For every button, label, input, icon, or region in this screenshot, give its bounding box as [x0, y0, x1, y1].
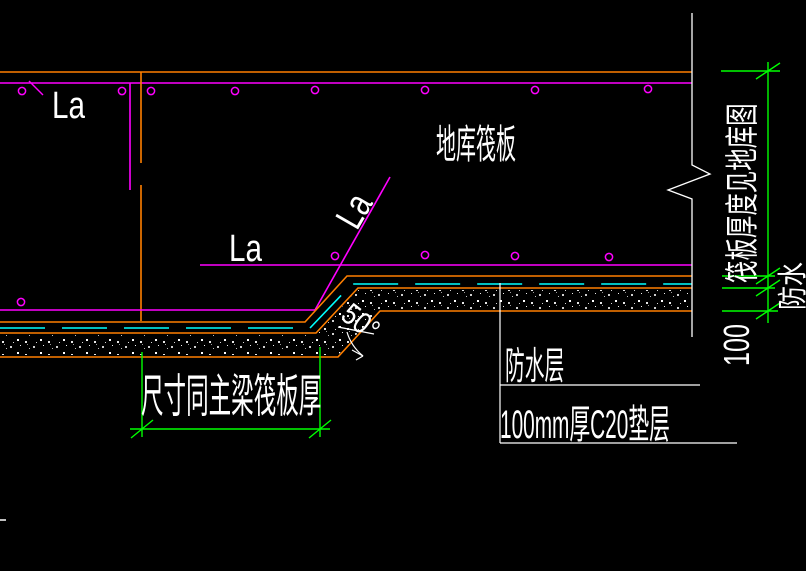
anchorage-label-top: La [52, 85, 85, 127]
waterproof-layer-label: 防水层 [505, 346, 565, 388]
bottom-dimension [130, 347, 332, 439]
top-rebar-dots [17, 84, 653, 96]
concrete-hatch-band [0, 290, 692, 355]
waterproof-dashed-line [0, 283, 692, 329]
cushion-bottom-outline [0, 310, 692, 358]
label-leader-lines [499, 283, 737, 444]
slab-bottom-outline [0, 275, 692, 323]
wall-break-line [666, 13, 712, 337]
cushion-layer-label: 100mm厚C20垫层 [500, 403, 670, 447]
bend-angle-leader [337, 326, 375, 361]
bent-bar-diagonal [314, 176, 391, 311]
slab-name-label: 地库筏板 [436, 123, 516, 167]
rebar-hook-tick [28, 80, 44, 96]
right-dimension-thickness-text: 筏板厚度见地库图 [724, 103, 762, 283]
right-dimension-chain [721, 62, 781, 323]
anchorage-label-mid: La [229, 228, 262, 270]
mid-rebar-dots [16, 250, 614, 307]
right-dimension-waterproof-text: 防水 [777, 262, 806, 310]
bottom-dimension-text: 尺寸同主梁筏板厚 [141, 370, 322, 422]
right-dimension-100-text: 100 [716, 323, 757, 366]
cushion-top-outline [0, 287, 692, 334]
